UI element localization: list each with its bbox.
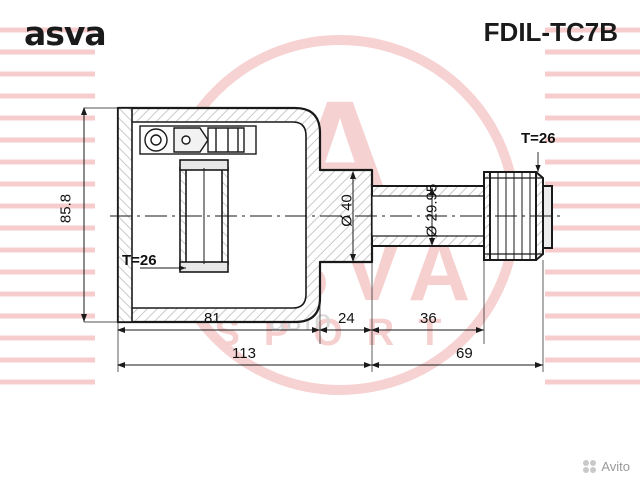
part-roller-detail — [139, 125, 257, 155]
label-spline-left: T=26 — [122, 252, 157, 269]
label-total-left: 113 — [232, 345, 256, 362]
avito-watermark: Avito — [582, 459, 630, 474]
label-length-shaft: 36 — [420, 310, 437, 327]
avito-logo-icon — [583, 460, 597, 473]
brand-logo: asva — [24, 14, 107, 53]
label-length-body: 81 — [204, 310, 221, 327]
label-total-right: 69 — [456, 345, 473, 362]
part-number: FDIL-TC7B — [483, 17, 618, 47]
avito-label: Avito — [601, 459, 630, 474]
label-diameter-shaft: Ø 29.95 — [423, 183, 441, 238]
part-left-endcap — [117, 107, 133, 323]
background-stripes — [0, 27, 640, 385]
label-diameter-outer: Ø 40 — [338, 194, 356, 227]
label-length-mid: 24 — [338, 310, 355, 327]
dimension-lines — [81, 107, 544, 372]
label-height-left: 85.8 — [57, 193, 75, 224]
label-spline-right: T=26 — [521, 130, 556, 147]
